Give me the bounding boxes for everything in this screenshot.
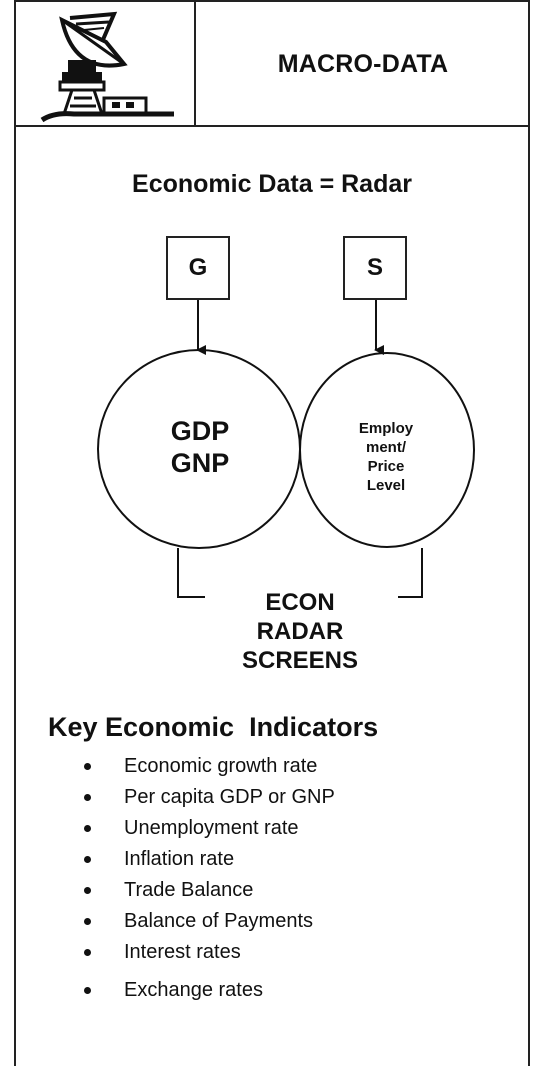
list-item: Exchange rates <box>76 976 335 1007</box>
bracket-right <box>398 548 423 598</box>
bullet-icon <box>84 794 91 801</box>
box-g: G <box>166 236 230 300</box>
list-item: Economic growth rate <box>76 752 335 783</box>
list-item: Unemployment rate <box>76 814 335 845</box>
header: MACRO-DATA <box>14 0 530 127</box>
list-item-label: Unemployment rate <box>124 817 299 839</box>
econ-radar-label: ECON RADAR SCREENS <box>180 588 420 675</box>
list-item-label: Economic growth rate <box>124 755 318 777</box>
gdp-label: GDP <box>170 416 230 446</box>
bullet-icon <box>84 949 91 956</box>
list-item: Trade Balance <box>76 876 335 907</box>
bullet-icon <box>84 887 91 894</box>
page-title: MACRO-DATA <box>277 50 449 78</box>
bullet-icon <box>84 987 91 994</box>
list-item-label: Per capita GDP or GNP <box>124 786 335 808</box>
gnp-label: GNP <box>170 448 230 478</box>
bracket-left <box>177 548 205 598</box>
econ-label-line-2: RADAR <box>256 618 344 645</box>
bullet-icon <box>84 856 91 863</box>
indicators-list: Economic growth rate Per capita GDP or G… <box>76 752 335 1007</box>
list-item: Per capita GDP or GNP <box>76 783 335 814</box>
satellite-dish-icon <box>40 11 174 123</box>
box-s: S <box>343 236 407 300</box>
list-item: Balance of Payments <box>76 907 335 938</box>
list-item: Interest rates <box>76 938 335 969</box>
bullet-icon <box>84 763 91 770</box>
circle-employment-label: Employ ment/ Price Level <box>316 419 456 495</box>
employment-label-line-4: Level <box>366 477 406 494</box>
list-item-label: Exchange rates <box>124 979 263 1001</box>
page-frame <box>14 0 530 1066</box>
circle-employment <box>299 352 475 548</box>
employment-label-line-3: Price <box>367 458 405 475</box>
indicators-title: Key Economic Indicators <box>48 712 379 742</box>
employment-label-line-2: ment/ <box>365 439 406 456</box>
list-item-label: Inflation rate <box>124 848 235 870</box>
econ-label-line-1: ECON <box>265 589 335 616</box>
bullet-icon <box>84 918 91 925</box>
bullet-icon <box>84 825 91 832</box>
diagram-title: Economic Data = Radar <box>132 170 412 198</box>
logo-cell <box>14 2 196 127</box>
employment-label-line-1: Employ <box>358 420 414 437</box>
circle-gdp-label: GDP GNP <box>120 415 280 479</box>
list-item-label: Balance of Payments <box>124 910 313 932</box>
list-item: Inflation rate <box>76 845 335 876</box>
econ-label-line-3: SCREENS <box>241 647 359 674</box>
list-item-label: Interest rates <box>124 941 241 963</box>
list-item-label: Trade Balance <box>124 879 254 901</box>
